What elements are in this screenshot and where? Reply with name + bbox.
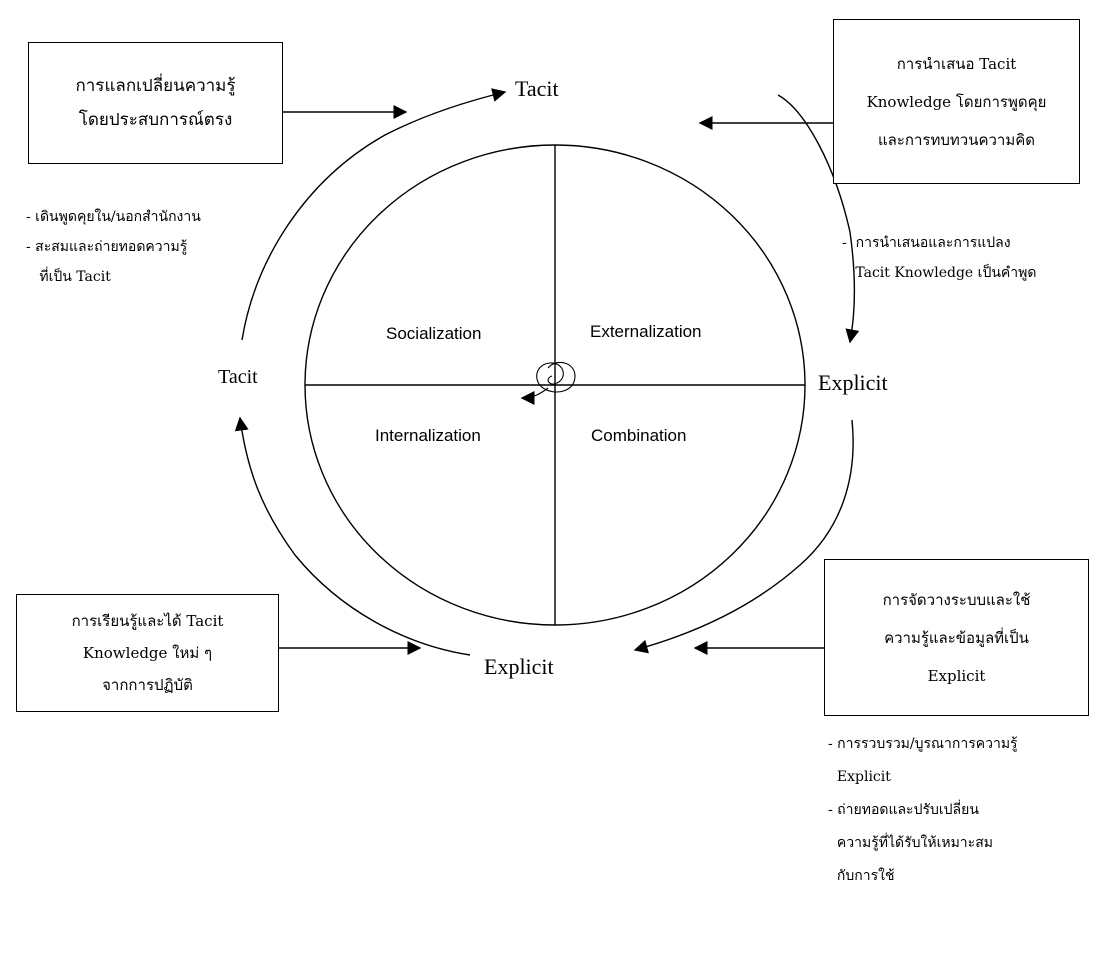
notes-externalization: - การนำเสนอและการแปลง Tacit Knowledge เป… [842, 228, 1036, 288]
box-socialization-description: การแลกเปลี่ยนความรู้ โดยประสบการณ์ตรง [28, 42, 283, 164]
center-spiral [522, 361, 576, 398]
box-combination-description: การจัดวางระบบและใช้ ความรู้และข้อมูลที่เ… [824, 559, 1089, 716]
quadrant-externalization: Externalization [590, 322, 702, 341]
box-text-line: Knowledge โดยการพูดคุย [866, 92, 1047, 111]
box-internalization-description: การเรียนรู้และได้ Tacit Knowledge ใหม่ ๆ… [16, 594, 279, 712]
note-line: - การรวบรวม/บูรณาการความรู้ [828, 736, 1018, 752]
box-text-line: การแลกเปลี่ยนความรู้ [75, 76, 236, 96]
quadrant-socialization: Socialization [386, 324, 482, 343]
note-line: Explicit [828, 769, 891, 785]
quadrant-combination: Combination [591, 426, 687, 445]
note-line: กับการใช้ [828, 868, 895, 884]
notes-combination: - การรวบรวม/บูรณาการความรู้ Explicit - ถ… [828, 728, 1018, 893]
note-line: Tacit Knowledge เป็นคำพูด [842, 265, 1037, 281]
note-line: - การนำเสนอและการแปลง [842, 235, 1011, 251]
note-line: - ถ่ายทอดและปรับเปลี่ยน [828, 802, 979, 818]
note-line: ที่เป็น Tacit [26, 269, 111, 285]
note-line: - เดินพูดคุยใน/นอกสำนักงาน [26, 209, 201, 225]
box-text-line: และการทบทวนความคิด [878, 130, 1035, 149]
box-text-line: Knowledge ใหม่ ๆ [82, 644, 213, 662]
label-explicit-bottom: Explicit [484, 654, 554, 679]
label-tacit-left: Tacit [218, 366, 258, 388]
arc-top-right [777, 94, 860, 344]
label-tacit-top: Tacit [515, 76, 559, 101]
box-externalization-description: การนำเสนอ Tacit Knowledge โดยการพูดคุย แ… [833, 19, 1080, 184]
note-line: ความรู้ที่ได้รับให้เหมาะสม [828, 835, 993, 851]
note-line: - สะสมและถ่ายทอดความรู้ [26, 239, 188, 255]
box-text-line: ความรู้และข้อมูลที่เป็น [884, 628, 1029, 647]
arc-bottom-left [234, 416, 471, 656]
label-explicit-right: Explicit [818, 370, 888, 395]
box-text-line: Explicit [927, 666, 986, 685]
arc-top-left [241, 88, 507, 341]
box-text-line: การจัดวางระบบและใช้ [882, 590, 1031, 609]
box-text-line: จากการปฏิบัติ [102, 676, 193, 694]
notes-socialization: - เดินพูดคุยใน/นอกสำนักงาน - สะสมและถ่าย… [26, 202, 201, 292]
quadrant-internalization: Internalization [375, 426, 481, 445]
box-text-line: การนำเสนอ Tacit [896, 54, 1017, 73]
box-text-line: โดยประสบการณ์ตรง [78, 110, 233, 130]
box-text-line: การเรียนรู้และได้ Tacit [71, 612, 224, 630]
arc-bottom-right [633, 419, 854, 654]
